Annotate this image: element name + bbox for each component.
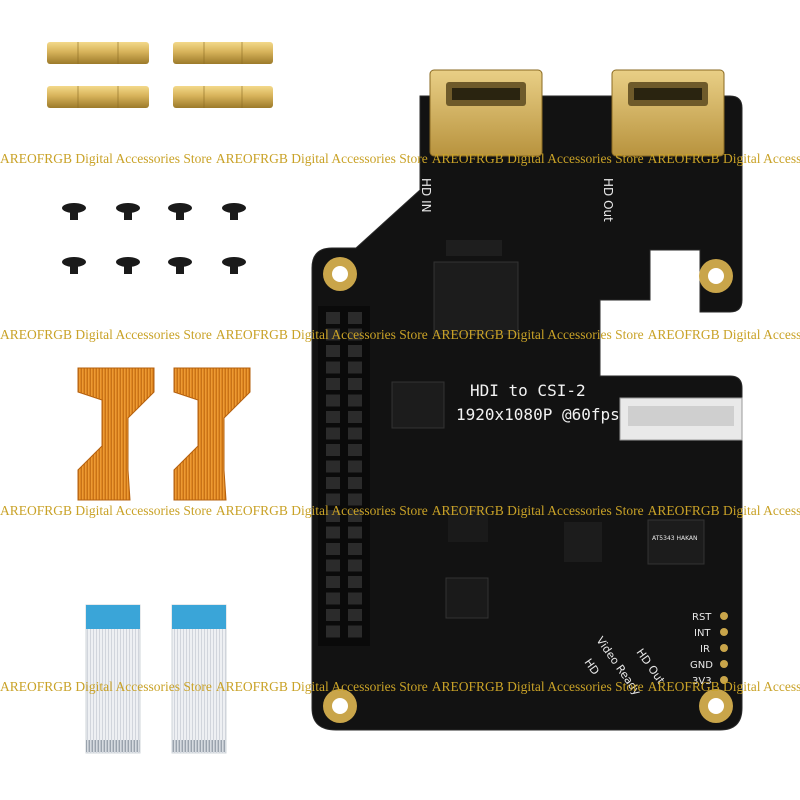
ffc-cables: [85, 604, 227, 754]
header-pin: [326, 609, 340, 621]
header-pin: [348, 345, 362, 357]
header-pin: [326, 444, 340, 456]
standoff: [173, 86, 273, 108]
header-pin: [348, 328, 362, 341]
control-header: [720, 612, 728, 684]
header-pin: [326, 576, 340, 588]
header-pin: [348, 378, 362, 390]
standoff: [47, 42, 149, 64]
screw: [222, 257, 246, 274]
header-pin: [326, 510, 340, 522]
header-pin: [348, 543, 362, 555]
header-pin: [326, 328, 340, 341]
ic: [647, 519, 705, 565]
ic: [448, 506, 488, 542]
hdmi-in-connector: [429, 69, 543, 157]
chip-marking: AT5343 HAKAN: [652, 535, 698, 542]
header-pin: [348, 592, 362, 605]
screw: [222, 203, 246, 220]
screw: [168, 257, 192, 274]
screw: [116, 257, 140, 274]
header-pin: [326, 625, 340, 638]
header-pin: [326, 427, 340, 440]
screw: [62, 257, 86, 274]
header-pin: [348, 609, 362, 621]
header-pin: [348, 510, 362, 522]
svg-text:GND: GND: [690, 660, 713, 671]
svg-text:IR: IR: [700, 644, 710, 655]
brass-standoffs: [47, 42, 273, 108]
standoff: [47, 86, 149, 108]
header-pin: [326, 460, 340, 473]
header-pin: [348, 526, 362, 539]
svg-text:INT: INT: [694, 628, 711, 639]
header-pin: [326, 559, 340, 572]
mounting-holes: [323, 257, 733, 723]
header-pin: [348, 460, 362, 473]
header-pin: [348, 394, 362, 407]
csi-connector: [619, 397, 743, 441]
inductor: [445, 577, 489, 619]
header-pin: [348, 559, 362, 572]
header-pin: [348, 477, 362, 489]
screw: [168, 203, 192, 220]
header-pin: [326, 361, 340, 374]
ic: [391, 381, 445, 429]
screw: [62, 203, 86, 220]
header-pin: [348, 576, 362, 588]
screws: [62, 203, 246, 274]
label-hd-in: HD IN: [419, 178, 433, 213]
header-labels: RST INT IR GND 3V3: [690, 612, 713, 687]
hdmi-out-connector: [611, 69, 725, 157]
main-ic: [433, 261, 519, 335]
flex-cables: [77, 367, 251, 501]
header-pin: [326, 477, 340, 489]
header-pin: [326, 543, 340, 555]
ic: [446, 240, 502, 256]
gpio-header: [318, 306, 370, 646]
hdmi-to-csi2-board: HDI to CSI-2 1920x1080P @60fps HD IN HD …: [311, 69, 743, 731]
board-title: HDI to CSI-2: [470, 381, 586, 400]
header-pin: [348, 361, 362, 374]
flex-cable: [77, 367, 155, 501]
svg-text:RST: RST: [692, 612, 712, 623]
header-pin: [348, 493, 362, 506]
header-pin: [326, 312, 340, 324]
ic: [564, 522, 602, 562]
header-pin: [348, 312, 362, 324]
ffc-cable: [85, 604, 141, 754]
board-subtitle: 1920x1080P @60fps: [456, 405, 620, 424]
header-pin: [326, 394, 340, 407]
header-pin: [326, 411, 340, 423]
header-pin: [326, 345, 340, 357]
screw: [116, 203, 140, 220]
header-pin: [348, 444, 362, 456]
ffc-cable: [171, 604, 227, 754]
header-pin: [326, 592, 340, 605]
label-hd-out: HD Out: [601, 178, 615, 222]
standoff: [173, 42, 273, 64]
header-pin: [326, 493, 340, 506]
header-pin: [348, 625, 362, 638]
pcb: [311, 95, 743, 731]
header-pin: [348, 427, 362, 440]
header-pin: [348, 411, 362, 423]
header-pin: [326, 526, 340, 539]
header-pin: [326, 378, 340, 390]
svg-text:3V3: 3V3: [692, 676, 712, 687]
flex-cable: [173, 367, 251, 501]
